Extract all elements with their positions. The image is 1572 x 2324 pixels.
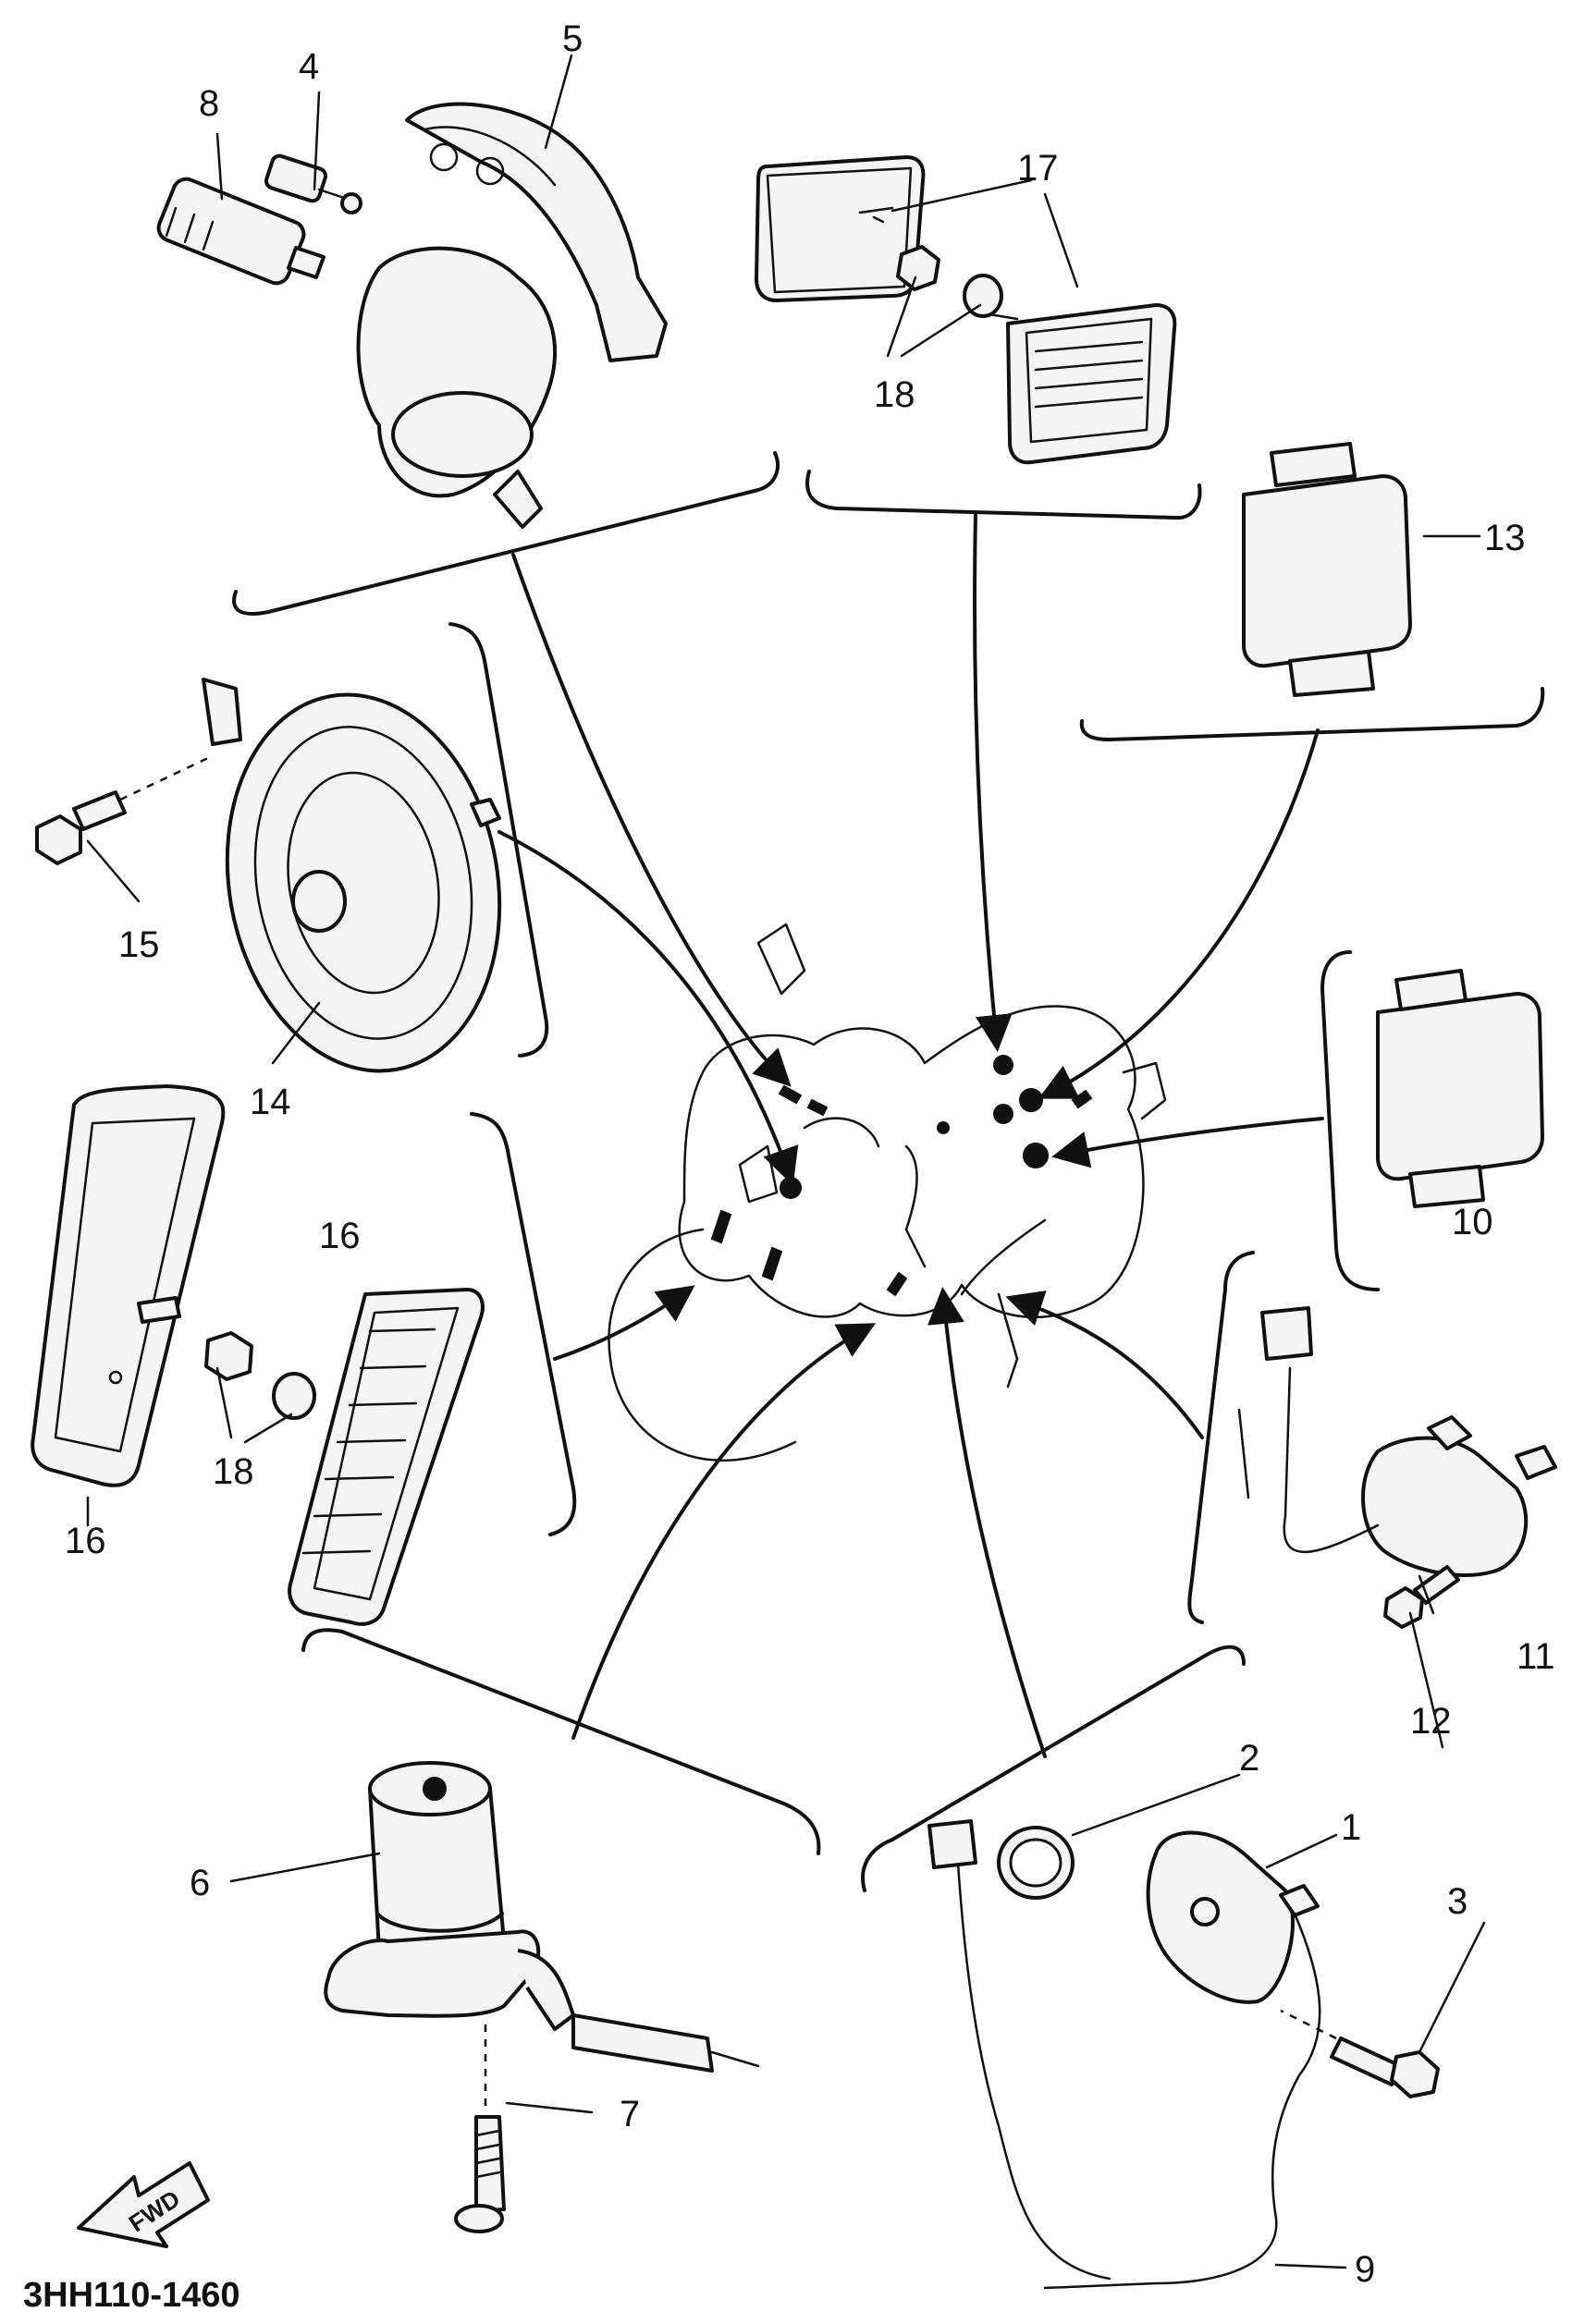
starter-motor-part [324,1761,760,2108]
callout-11: 11 [1517,1636,1555,1677]
callout-7: 7 [620,2094,640,2134]
callout-1: 1 [1341,1807,1361,1848]
callout-4: 4 [299,46,319,87]
horn-bolt-part [35,756,209,865]
sensor-unit-part [927,1819,1321,2290]
callout-15: 15 [118,924,160,965]
rear-reflector-part [755,155,1177,465]
switch-screw-part [1383,1565,1460,1629]
callout-2: 2 [1239,1738,1259,1779]
leader-arrows [497,511,1324,1758]
callout-10: 10 [1452,1202,1493,1242]
o-ring-part [997,1826,1075,1900]
reflector-nut-left-part [204,1331,316,1420]
connection-points [710,1055,1093,1297]
callout-6: 6 [190,1863,210,1903]
callout-9: 9 [1355,2249,1375,2290]
spark-plug-part [156,177,325,286]
callout-8: 8 [199,83,219,124]
igniter-assembly-part [356,102,668,529]
sensor-bolt-part [1280,2009,1440,2098]
side-reflector-left-part [31,1084,226,1487]
vehicle-frame-outline [608,923,1167,1462]
callout-5: 5 [562,18,583,59]
callout-14: 14 [250,1082,291,1122]
temperature-sensor-part [264,153,362,214]
callout-leaders [86,54,1486,2269]
side-reflector-right-part [288,1288,485,1626]
horn-part [202,678,502,1073]
callout-13: 13 [1484,518,1526,558]
callout-3: 3 [1447,1881,1468,1922]
callout-16-left: 16 [65,1521,106,1561]
callout-17: 17 [1017,148,1059,189]
callout-18-left: 18 [213,1451,254,1492]
callout-12: 12 [1410,1701,1452,1742]
flasher-relay-part [1376,969,1544,1208]
forward-direction-arrow: FWD [77,2161,210,2248]
callout-16-right: 16 [319,1216,361,1256]
motor-bolt-part [454,2115,506,2233]
switch-assembly-part [1260,1306,1557,1577]
diagram-code: 3HH110-1460 [23,2276,240,2315]
relay-unit-part [1242,442,1412,697]
reflector-nut-part [896,245,1003,318]
callout-18-top: 18 [874,374,915,415]
callout-numbers: 8 4 5 17 18 13 15 14 10 16 18 16 11 12 2… [65,18,1555,2290]
